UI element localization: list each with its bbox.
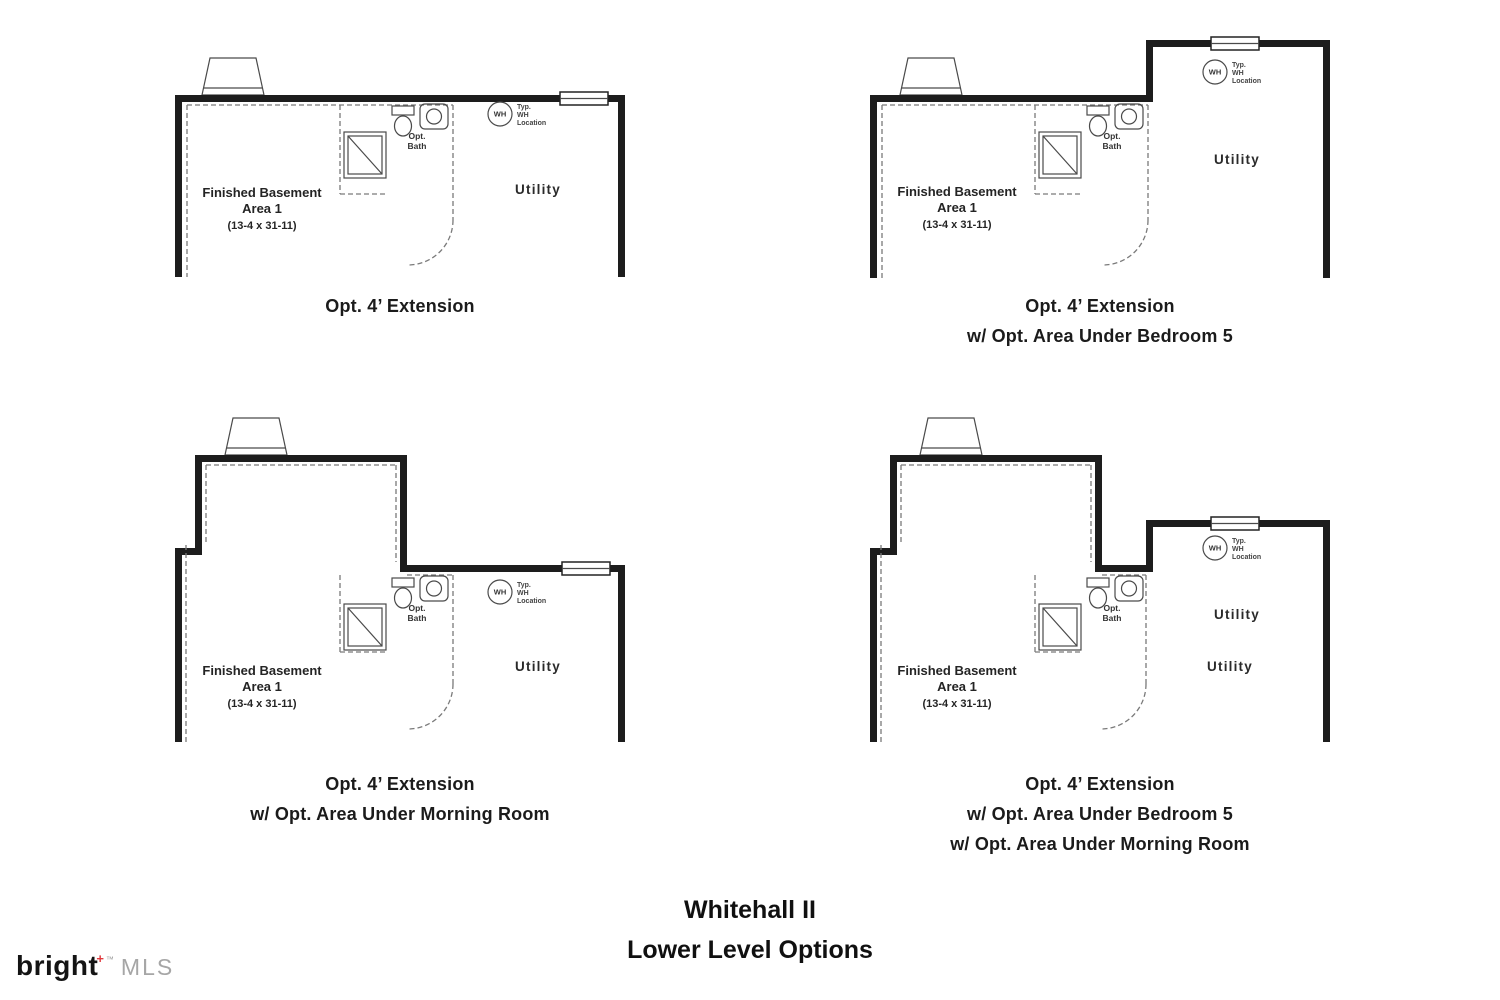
finished-area-boundary (186, 104, 454, 277)
egress-window-well-icon (224, 417, 288, 456)
caption-line: w/ Opt. Area Under Morning Room (950, 834, 1250, 854)
room-name-label: Finished Basement (897, 184, 1017, 199)
room-dims-label: (13-4 x 31-11) (227, 698, 296, 710)
room-area-label: Area 1 (937, 200, 977, 215)
plan-4-drawing: WH Typ. WH Location Opt. Bath Utility Ut… (870, 417, 1330, 742)
caption-line: Opt. 4’ Extension (1025, 296, 1175, 316)
caption-line: Opt. 4’ Extension (325, 774, 475, 794)
opt-bath-label: Bath (408, 141, 427, 151)
wh-circle-label: WH (1209, 68, 1222, 77)
water-heater-location: WH Typ. WH Location (487, 101, 546, 127)
wh-note: WH (1232, 70, 1244, 77)
wh-circle-label: WH (494, 588, 507, 597)
wh-circle-label: WH (494, 110, 507, 119)
utility-label: Utility (1207, 659, 1253, 674)
room-dims-label: (13-4 x 31-11) (922, 698, 991, 710)
caption-line: w/ Opt. Area Under Morning Room (250, 804, 550, 824)
plan-3-drawing: WH Typ. WH Location Opt. Bath Utility Fi… (175, 417, 625, 742)
room-area-label: Area 1 (242, 201, 282, 216)
wh-note: Location (517, 598, 546, 605)
door-swing-arc (1100, 683, 1147, 730)
bath-fixtures-icon (1038, 575, 1144, 651)
window-icon (1210, 516, 1260, 531)
logo-suffix-text: MLS (120, 954, 175, 980)
window-icon (561, 561, 611, 576)
plan-2-caption: Opt. 4’ Extension w/ Opt. Area Under Bed… (865, 291, 1335, 351)
bath-fixtures-icon (343, 575, 449, 651)
bath-fixtures-icon (343, 103, 449, 179)
sheet-title-line2: Lower Level Options (627, 936, 873, 964)
opt-bath-label: Opt. (409, 603, 426, 613)
plan-1-drawing: WH Typ. WH Location Opt. Bath Utility Fi… (175, 57, 625, 277)
caption-line: Opt. 4’ Extension (325, 296, 475, 316)
exterior-walls (175, 95, 625, 277)
utility-label: Utility (1214, 607, 1260, 622)
wh-circle-icon (487, 101, 513, 127)
logo-tm-text: ™ (105, 955, 114, 964)
bath-fixtures-icon (1038, 103, 1144, 179)
opt-bath-label: Opt. (1104, 603, 1121, 613)
opt-bath-label: Bath (1103, 141, 1122, 151)
water-heater-location: WH Typ. WH Location (1202, 59, 1261, 85)
wh-circle-icon (487, 579, 513, 605)
utility-label: Utility (515, 659, 561, 674)
door-swing-arc (407, 683, 454, 730)
finished-area-boundary (880, 464, 1147, 742)
water-heater-location: WH Typ. WH Location (1202, 535, 1261, 561)
room-name-label: Finished Basement (202, 663, 322, 678)
door-swing-arc (407, 219, 454, 266)
plan-3-caption: Opt. 4’ Extension w/ Opt. Area Under Mor… (170, 769, 630, 829)
wh-circle-icon (1202, 535, 1228, 561)
wh-note: WH (517, 590, 529, 597)
wh-note: Typ. (1232, 62, 1246, 69)
opt-bath-label: Opt. (1104, 131, 1121, 141)
finished-area-boundary (185, 464, 454, 742)
utility-label: Utility (515, 182, 561, 197)
egress-window-well-icon (919, 417, 983, 456)
door-swing-arc (1102, 219, 1149, 266)
plan-1-caption: Opt. 4’ Extension (170, 291, 630, 321)
room-name-label: Finished Basement (202, 185, 322, 200)
caption-line: w/ Opt. Area Under Bedroom 5 (967, 326, 1233, 346)
wh-note: Location (1232, 554, 1261, 561)
egress-window-well-icon (899, 57, 963, 96)
wh-note: Location (1232, 78, 1261, 85)
finished-area-boundary (881, 104, 1149, 278)
room-dims-label: (13-4 x 31-11) (227, 220, 296, 232)
opt-bath-label: Bath (408, 613, 427, 623)
window-icon (559, 91, 609, 106)
opt-bath-label: Bath (1103, 613, 1122, 623)
wh-circle-label: WH (1209, 544, 1222, 553)
sheet-title: Whitehall II Lower Level Options (0, 890, 1500, 970)
room-area-label: Area 1 (242, 679, 282, 694)
brightmls-logo: bright+™ MLS (16, 950, 174, 982)
wh-circle-icon (1202, 59, 1228, 85)
logo-plus-icon: + (96, 951, 104, 966)
caption-line: w/ Opt. Area Under Bedroom 5 (967, 804, 1233, 824)
water-heater-location: WH Typ. WH Location (487, 579, 546, 605)
caption-line: Opt. 4’ Extension (1025, 774, 1175, 794)
wh-note: WH (1232, 546, 1244, 553)
opt-bath-label: Opt. (409, 131, 426, 141)
wh-note: Typ. (517, 104, 531, 111)
utility-label: Utility (1214, 152, 1260, 167)
logo-brand-text: bright (16, 950, 99, 981)
wh-note: Typ. (517, 582, 531, 589)
wh-note: Typ. (1232, 538, 1246, 545)
plan-2-drawing: WH Typ. WH Location Opt. Bath Utility Fi… (870, 36, 1330, 278)
plan-4-caption: Opt. 4’ Extension w/ Opt. Area Under Bed… (865, 769, 1335, 859)
window-icon (1210, 36, 1260, 51)
room-name-label: Finished Basement (897, 663, 1017, 678)
room-dims-label: (13-4 x 31-11) (922, 219, 991, 231)
egress-window-well-icon (201, 57, 265, 96)
sheet-title-line1: Whitehall II (684, 896, 816, 924)
wh-note: Location (517, 120, 546, 127)
room-area-label: Area 1 (937, 679, 977, 694)
wh-note: WH (517, 112, 529, 119)
exterior-walls (870, 40, 1330, 278)
